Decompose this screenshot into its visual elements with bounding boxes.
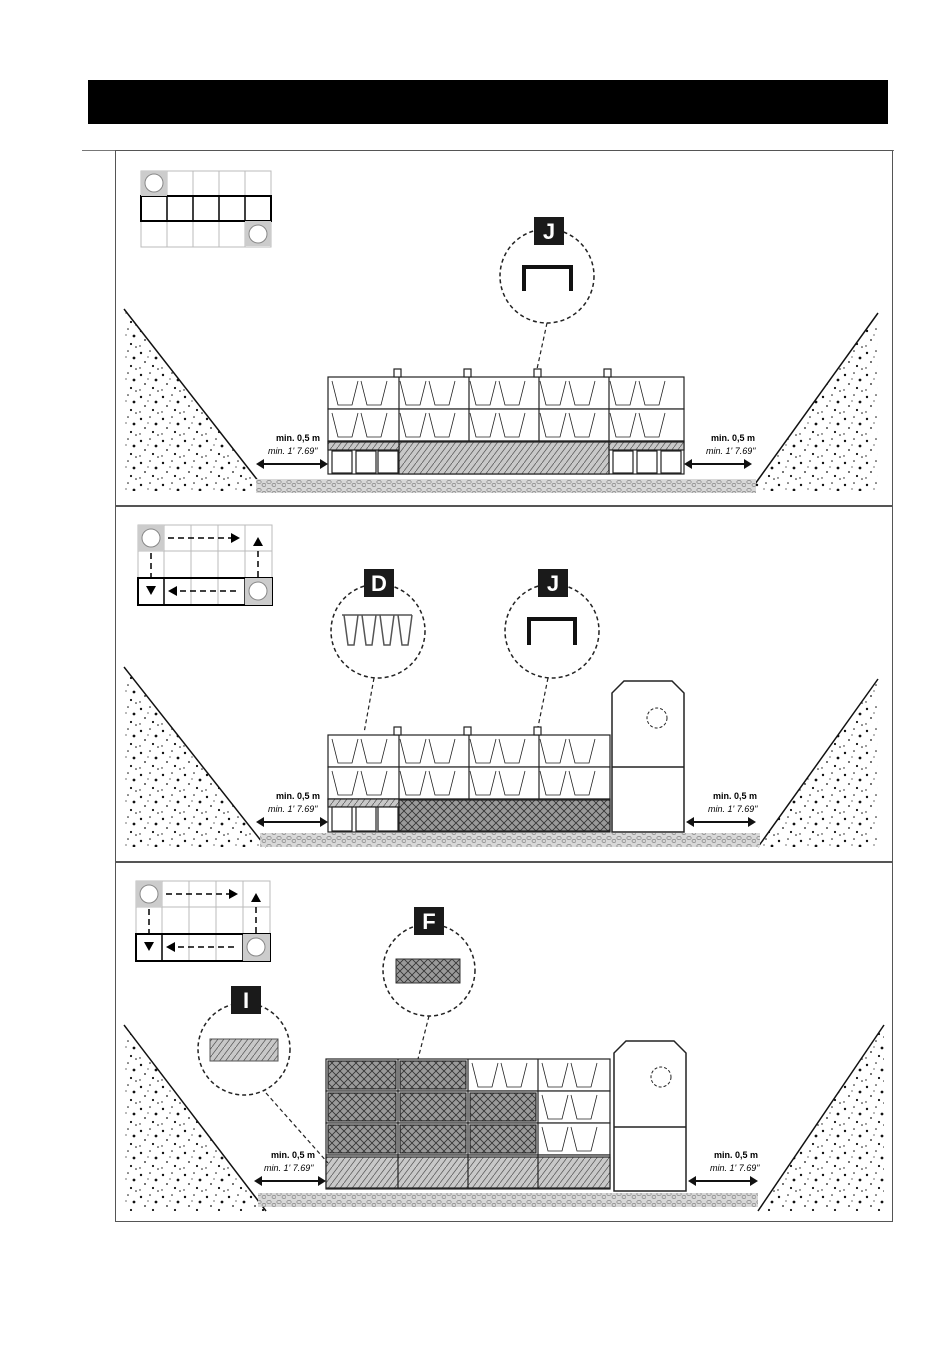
header-bar <box>88 80 888 124</box>
step-2-diagram: D J min. 0,5 m min. 1' 7.69" min. 0,5 m … <box>116 507 894 863</box>
callout-j: J <box>505 569 599 727</box>
clearance-right-metric: min. 0,5 m <box>714 1150 758 1160</box>
crate-module-icon <box>326 1059 610 1189</box>
clearance-right-metric: min. 0,5 m <box>711 433 755 443</box>
step-1-diagram: J min. 0,5 m min. 1' 7.69" min. 0,5 m mi… <box>116 151 894 507</box>
clearance-right-imperial: min. 1' 7.69" <box>706 446 756 456</box>
layout-grid-icon <box>136 881 270 961</box>
step-3-diagram: F I min. 0,5 m min. 1' 7.69" min. 0,5 m … <box>116 863 894 1223</box>
callout-i: I <box>198 986 328 1163</box>
layout-grid-icon <box>138 525 272 605</box>
callout-f: F <box>383 907 475 1059</box>
inspection-shaft-icon <box>614 1041 686 1191</box>
step-2-panel: D J min. 0,5 m min. 1' 7.69" min. 0,5 m … <box>115 506 893 862</box>
crate-module-icon <box>328 727 610 832</box>
layout-grid-icon <box>141 171 271 247</box>
clearance-right-metric: min. 0,5 m <box>713 791 757 801</box>
callout-letter: I <box>243 988 249 1013</box>
clearance-right-imperial: min. 1' 7.69" <box>710 1163 760 1173</box>
inspection-shaft-icon <box>612 681 684 832</box>
callout-j: J <box>500 217 594 369</box>
callout-d: D <box>331 569 425 733</box>
gravel-bed <box>258 1193 758 1207</box>
step-1-panel: J min. 0,5 m min. 1' 7.69" min. 0,5 m mi… <box>115 150 893 506</box>
clearance-left-metric: min. 0,5 m <box>276 791 320 801</box>
clearance-left-metric: min. 0,5 m <box>271 1150 315 1160</box>
callout-letter: F <box>422 909 435 934</box>
gravel-bed <box>260 833 760 847</box>
clearance-left-imperial: min. 1' 7.69" <box>268 804 318 814</box>
callout-letter: J <box>543 219 555 244</box>
callout-letter: J <box>547 571 559 596</box>
clearance-right-imperial: min. 1' 7.69" <box>708 804 758 814</box>
clearance-left-imperial: min. 1' 7.69" <box>268 446 318 456</box>
gravel-bed <box>256 479 756 493</box>
callout-letter: D <box>371 571 387 596</box>
crate-module-icon <box>328 369 684 474</box>
clearance-left-imperial: min. 1' 7.69" <box>264 1163 314 1173</box>
clearance-left-metric: min. 0,5 m <box>276 433 320 443</box>
step-3-panel: F I min. 0,5 m min. 1' 7.69" min. 0,5 m … <box>115 862 893 1222</box>
